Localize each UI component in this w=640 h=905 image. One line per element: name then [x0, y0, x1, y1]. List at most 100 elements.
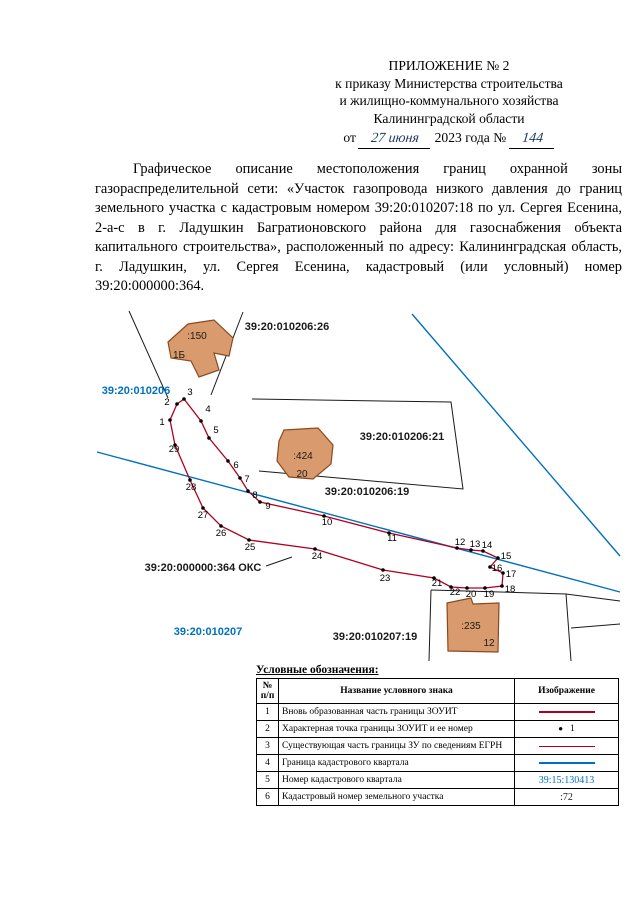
- cadastral-number-label: 39:20:000000:364 ОКС: [145, 562, 262, 574]
- boundary-point-3: [182, 397, 186, 401]
- cadastral-number-label: 39:20:010206: [102, 385, 171, 397]
- handwritten-number: 144: [508, 130, 556, 149]
- boundary-point-label-22: 22: [450, 587, 461, 598]
- legend-row-number: 1: [256, 703, 279, 721]
- legend-header-col-0: № п/п: [256, 678, 279, 704]
- header-line-2: к приказу Министерства строительства: [335, 75, 563, 91]
- boundary-point-14: [481, 549, 485, 553]
- parcel-number-sample: :72: [560, 791, 573, 803]
- quarter-number-sample: 39:15:130413: [518, 774, 615, 786]
- parcel-line: [428, 589, 432, 662]
- boundary-point-10: [322, 514, 326, 518]
- quarter-boundary-line: [538, 762, 595, 764]
- boundary-point-16: [488, 565, 492, 569]
- zouit-new-boundary-line: [518, 706, 615, 718]
- legend-row-symbol-cell: ●1: [514, 720, 619, 738]
- parcel-line: [251, 398, 464, 490]
- boundary-point-22: [449, 585, 453, 589]
- legend-header-col-1: Название условного знака: [278, 678, 515, 704]
- building-label: 12: [483, 638, 495, 649]
- quarter-number-sample: 39:15:130413: [538, 774, 595, 786]
- boundary-point-label-2: 2: [164, 397, 169, 408]
- boundary-point-label-23: 23: [380, 573, 391, 584]
- cadastral-number-label: 39:20:010206:19: [325, 486, 409, 498]
- boundary-point-26: [219, 524, 223, 528]
- parcel-line: [128, 310, 169, 399]
- cadastral-number-label: 39:20:010206:26: [245, 321, 329, 333]
- boundary-point-25: [247, 538, 251, 542]
- boundary-point-label-28: 28: [186, 482, 197, 493]
- boundary-point-label-13: 13: [470, 539, 481, 550]
- boundary-point-label-3: 3: [187, 387, 192, 398]
- boundary-point-17: [501, 571, 505, 575]
- building-label: :150: [187, 331, 207, 342]
- quarter-boundary-line-sw: [96, 451, 621, 593]
- cadastral-number-label: 39:20:010206:21: [360, 431, 444, 443]
- map-labels: 39:20:010206:26 39:20:010206 39:20:010206:…: [102, 321, 495, 649]
- boundary-point-23: [381, 568, 385, 572]
- legend-row-symbol-cell: [514, 737, 619, 755]
- boundary-point-8: [246, 489, 250, 493]
- existing-boundary-line: [538, 745, 595, 747]
- boundary-point-label-16: 16: [492, 563, 503, 574]
- zouit-boundary: [169, 398, 504, 589]
- boundary-point-21: [432, 576, 436, 580]
- boundary-point-label-7: 7: [244, 474, 249, 485]
- point-number-sample: 1: [570, 724, 575, 734]
- boundary-point-13: [469, 548, 473, 552]
- building-label: 1Б: [173, 350, 186, 361]
- boundary-point-label-5: 5: [213, 425, 218, 436]
- boundary-point-label-24: 24: [312, 551, 323, 562]
- boundary-point-label-15: 15: [501, 551, 512, 562]
- boundary-point-label-12: 12: [455, 537, 466, 548]
- boundary-point-label-17: 17: [506, 569, 517, 580]
- legend-row-name: Кадастровый номер земельного участка: [278, 788, 515, 806]
- boundary-point-5: [207, 436, 211, 440]
- quarter-boundary-line: [518, 757, 615, 769]
- quarter-boundary-line-ne: [411, 313, 621, 557]
- boundary-point-label-1: 1: [159, 417, 164, 428]
- building-235: [446, 597, 500, 653]
- parcel-number-sample: :72: [518, 791, 615, 803]
- zouit-new-boundary-line: [538, 711, 595, 713]
- description-paragraph: Графическое описание местоположения гран…: [95, 161, 622, 294]
- boundary-point-28: [188, 478, 192, 482]
- legend-row-number: 3: [256, 737, 279, 755]
- legend-row-symbol-cell: 39:15:130413: [514, 771, 619, 789]
- boundary-point-12: [455, 546, 459, 550]
- boundary-point-label-20: 20: [466, 589, 477, 600]
- boundary-point-label-26: 26: [216, 528, 227, 539]
- header-line-3: и жилищно-коммунального хозяйства: [339, 93, 559, 109]
- point-dot-icon: ●: [558, 724, 564, 733]
- boundary-point-18: [500, 584, 504, 588]
- parcel-line: [565, 593, 621, 602]
- boundary-point-1: [168, 418, 172, 422]
- quarter-boundary-lines: [96, 313, 621, 593]
- legend-row-symbol-cell: [514, 703, 619, 721]
- boundary-point-label-25: 25: [245, 542, 256, 553]
- handwritten-date: 27 июня: [358, 130, 433, 149]
- boundary-point-label-14: 14: [482, 540, 493, 551]
- boundary-point-label-9: 9: [265, 501, 270, 512]
- boundary-point-label-8: 8: [252, 490, 257, 501]
- boundary-point-label-21: 21: [432, 578, 443, 589]
- boundary-point-label-29: 29: [169, 444, 180, 455]
- header-line-4: Калининградской области: [373, 110, 525, 126]
- date-suffix: 2023 года №: [434, 130, 507, 146]
- building-424: [276, 427, 334, 480]
- boundary-point-2: [175, 402, 179, 406]
- boundary-point-29: [173, 443, 177, 447]
- boundary-point-24: [313, 547, 317, 551]
- boundary-point-15: [496, 556, 500, 560]
- legend-row-name: Существующая часть границы ЗУ по сведени…: [278, 737, 515, 755]
